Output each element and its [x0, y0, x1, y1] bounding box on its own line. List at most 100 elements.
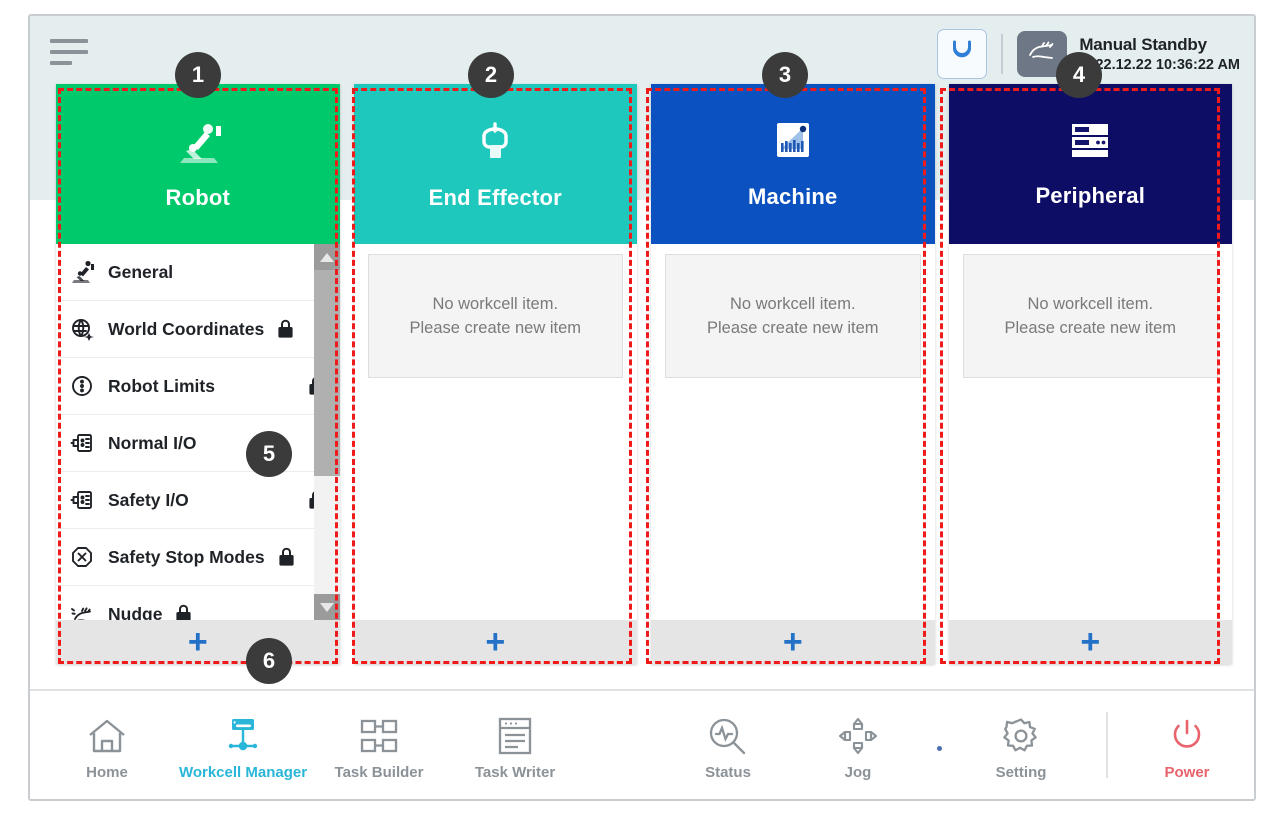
task-builder-icon — [357, 710, 401, 756]
machine-column-header[interactable]: Machine — [651, 84, 935, 244]
limits-icon — [68, 372, 96, 400]
nav-item-label: Task Builder — [334, 763, 424, 781]
robot-column-header[interactable]: Robot — [56, 84, 340, 244]
end-effector-column: End Effector No workcell item. Please cr… — [353, 84, 637, 664]
robot-list-item-robot-limits[interactable]: Robot Limits — [56, 358, 340, 415]
machine-column-title: Machine — [748, 183, 838, 209]
empty-line-1: No workcell item. — [1027, 294, 1154, 313]
robot-list-item-nudge[interactable]: Nudge — [56, 586, 340, 620]
annotation-badge-3: 3 — [762, 52, 808, 98]
empty-line-2: Please create new item — [706, 318, 879, 337]
empty-state-box: No workcell item. Please create new item — [367, 254, 623, 378]
nav-item-label: Workcell Manager — [178, 763, 308, 781]
robot-list-item-safety-stop-modes[interactable]: Safety Stop Modes — [56, 529, 340, 586]
nav-item-jog[interactable]: Jog — [807, 710, 909, 781]
end-effector-column-header[interactable]: End Effector — [353, 84, 637, 244]
empty-line-1: No workcell item. — [729, 294, 856, 313]
nav-item-home[interactable]: Home — [56, 710, 158, 781]
status-title: Manual Standby — [1079, 35, 1207, 55]
peripheral-add-item-bar[interactable]: + — [948, 620, 1232, 664]
robot-reset-icon — [947, 37, 977, 72]
robot-list-item-label: Safety I/O — [108, 489, 189, 510]
stop-octagon-icon — [68, 543, 96, 571]
robot-column: Robot General World Coordinates Robot Li… — [56, 84, 340, 664]
robot-add-item-bar[interactable]: + — [56, 620, 340, 664]
annotation-badge-2: 2 — [468, 52, 514, 98]
robot-list-item-label: Normal I/O — [108, 432, 197, 453]
machine-column: Machine No workcell item. Please create … — [651, 84, 935, 664]
nav-item-workcell-manager[interactable]: Workcell Manager — [179, 710, 307, 781]
end-effector-column-title: End Effector — [428, 184, 562, 210]
nav-item-setting[interactable]: Setting — [970, 710, 1072, 781]
robot-list-item-world-coordinates[interactable]: World Coordinates — [56, 301, 340, 358]
robot-arm-icon — [172, 118, 224, 171]
robot-list-item-label: World Coordinates — [108, 318, 265, 339]
add-icon[interactable]: + — [782, 623, 803, 661]
workcell-icon — [221, 710, 265, 756]
gear-icon — [1000, 710, 1042, 756]
io-port-icon — [68, 429, 96, 457]
robot-list-item-normal-i-o[interactable]: Normal I/O — [56, 415, 340, 472]
empty-state-box: No workcell item. Please create new item — [962, 254, 1218, 378]
nav-item-label: Home — [86, 763, 128, 781]
nav-item-power[interactable]: Power — [1136, 710, 1238, 781]
add-icon[interactable]: + — [1080, 623, 1101, 661]
empty-state-box: No workcell item. Please create new item — [665, 254, 921, 378]
io-port-icon — [68, 486, 96, 514]
lock-icon — [276, 318, 295, 340]
home-icon — [86, 710, 128, 756]
hamburger-line — [50, 39, 88, 43]
peripheral-column-header[interactable]: Peripheral — [948, 84, 1232, 244]
robot-list-item-label: Safety Stop Modes — [108, 546, 265, 567]
robot-list-item-label: Robot Limits — [108, 375, 215, 396]
scroll-thumb[interactable] — [313, 270, 340, 476]
robot-setting-list[interactable]: General World Coordinates Robot Limits N… — [56, 244, 340, 620]
peripheral-body: No workcell item. Please create new item — [948, 244, 1232, 620]
robot-list-item-general[interactable]: General — [56, 244, 340, 301]
jog-dpad-icon — [837, 710, 879, 756]
machine-icon — [769, 119, 817, 170]
annotation-badge-4: 4 — [1056, 52, 1102, 98]
task-writer-icon — [496, 710, 534, 756]
add-icon[interactable]: + — [485, 623, 506, 661]
empty-line-1: No workcell item. — [432, 294, 559, 313]
end-effector-add-item-bar[interactable]: + — [353, 620, 637, 664]
nav-item-label: Task Writer — [474, 763, 556, 781]
annotation-badge-5: 5 — [246, 431, 292, 477]
nav-item-task-writer[interactable]: Task Writer — [464, 710, 566, 781]
status-text-block: Manual Standby 2022.12.22 10:36:22 AM — [1079, 34, 1240, 73]
empty-line-2: Please create new item — [409, 318, 581, 337]
empty-line-2: Please create new item — [1004, 318, 1176, 337]
nav-divider — [1106, 712, 1108, 778]
hamburger-icon[interactable] — [50, 34, 94, 70]
robot-list-scrollbar[interactable] — [313, 244, 340, 620]
nav-item-status[interactable]: Status — [677, 710, 779, 781]
robot-arm-icon — [68, 258, 96, 286]
machine-add-item-bar[interactable]: + — [651, 620, 935, 664]
status-timestamp: 2022.12.22 10:36:22 AM — [1079, 56, 1240, 73]
robot-reset-button[interactable] — [937, 29, 988, 79]
add-icon[interactable]: + — [187, 623, 208, 661]
nav-item-task-builder[interactable]: Task Builder — [328, 710, 430, 781]
robot-list-item-label: Nudge — [108, 603, 163, 621]
robot-list-item-safety-i-o[interactable]: Safety I/O — [56, 472, 340, 529]
manual-hand-icon — [1026, 39, 1058, 70]
machine-body: No workcell item. Please create new item — [651, 244, 935, 620]
peripheral-column-title: Peripheral — [1035, 182, 1146, 208]
robot-list: General World Coordinates Robot Limits N… — [56, 244, 340, 620]
annotation-badge-6: 6 — [246, 638, 292, 684]
bottom-navigation: Home Workcell Manager Task Builder Task … — [30, 689, 1254, 799]
nav-item-label: Jog — [844, 763, 872, 781]
lock-icon — [174, 603, 193, 620]
nav-separator-dot — [937, 745, 942, 751]
hamburger-line — [50, 61, 72, 65]
scroll-up-button[interactable] — [313, 244, 340, 270]
scroll-down-button[interactable] — [313, 594, 340, 620]
bottom-nav-right-group: Status Jog Setting Power — [677, 710, 1238, 781]
lock-icon — [277, 546, 296, 568]
peripheral-rack-icon — [1065, 120, 1115, 169]
nudge-hand-icon — [68, 600, 96, 620]
nav-item-label: Power — [1164, 763, 1210, 781]
end-effector-body: No workcell item. Please create new item — [353, 244, 637, 620]
annotation-badge-1: 1 — [175, 52, 221, 98]
